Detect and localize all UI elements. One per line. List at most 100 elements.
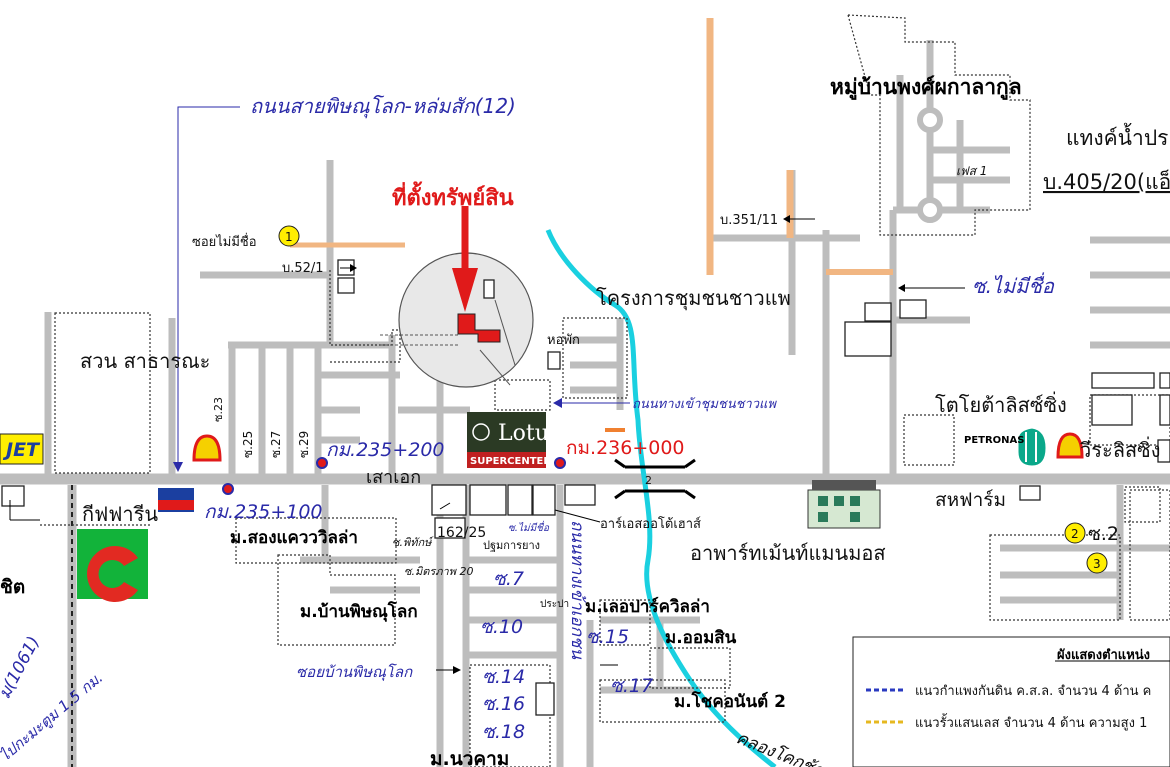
soi25-label: ซ.25 — [241, 431, 255, 458]
shell-logo-icon — [1056, 432, 1084, 459]
road-roundabout — [917, 197, 943, 223]
pointer-arrows — [9, 106, 965, 674]
vertical-road-label: ถนนทางเข้าเอกชน — [567, 520, 587, 659]
dorm-label: หอพัก — [547, 333, 580, 348]
phase1-label: เฟส 1 — [956, 164, 987, 178]
marker-1-number: 1 — [285, 230, 293, 244]
marker-circle — [1086, 552, 1108, 574]
post-label: ประปา — [540, 599, 569, 610]
km-235-100-label: กม.235+100 — [204, 501, 323, 523]
marker-circle — [278, 225, 300, 247]
soi-phithak-label: ซ.พิทักษ์ — [392, 536, 435, 549]
rs-label: อาร์เอสออโต้เฮาส์ — [600, 516, 701, 532]
nawakham-label: ม.นวคาม — [430, 748, 509, 767]
building — [431, 484, 467, 516]
building — [1157, 439, 1170, 463]
song-khwae-label: ม.สองแควววิลล่า — [230, 528, 358, 548]
target-road — [479, 349, 511, 386]
building — [507, 484, 533, 516]
boundary — [329, 270, 401, 363]
apartment-label: อาพาร์ทเม้นท์แมนมอส — [690, 541, 886, 565]
building — [1159, 372, 1170, 389]
soi17-label: ซ.17 — [610, 675, 653, 697]
utility-label: ปฐมการยาง — [483, 539, 540, 552]
ptt-logo-icon — [158, 488, 194, 512]
road-1061-label: ม(1061) — [0, 633, 44, 702]
marker-circle — [1064, 522, 1086, 544]
entrance-road-label: ถนนทางเข้าชุมชนชาวแพ — [632, 397, 777, 412]
target-road — [494, 299, 516, 366]
village-pong-label: หมู่บ้านพงศ์ผกาลากูล — [830, 75, 1022, 101]
sao-ek-label: เสาเอก — [366, 467, 421, 488]
boundary — [903, 414, 955, 466]
boundary — [562, 317, 628, 399]
building — [864, 302, 892, 322]
boundary — [649, 647, 731, 689]
le-park-label: ม.เลอปาร์ควิลล่า — [585, 596, 710, 617]
house-405-label: บ.405/20(แอ็ด — [1043, 168, 1170, 194]
building — [532, 484, 556, 516]
house-52-label: บ.52/1 — [282, 261, 324, 276]
boundary — [847, 14, 1031, 236]
soi-no-name-right-label: ซ.ไม่มีชื่อ — [972, 272, 1055, 298]
target-label: ที่ตั้งทรัพย์สิน — [392, 181, 514, 211]
soi10-label: ซ.10 — [480, 616, 523, 638]
km-235-200-label: กม.235+200 — [326, 439, 445, 461]
building — [899, 299, 927, 319]
soi-no-name-left-label: ซอยไม่มีชื่อ — [192, 233, 257, 250]
soi18-label: ซ.18 — [482, 721, 525, 743]
canal-name-label: คลองโคกช้าง — [733, 727, 836, 767]
km-236-000-label: กม.236+000 — [566, 437, 685, 459]
boundary — [599, 599, 651, 646]
soi23-label: ซ.23 — [212, 397, 225, 422]
soi-no-name-small-label: ซ.ไม่มีชื่อ — [508, 520, 550, 534]
house-162-label: 162/25 — [437, 525, 486, 541]
community-project-label: โครงการชุมชนชาวแพ — [596, 286, 791, 311]
boundary — [1124, 486, 1161, 523]
chit-label: ชิต — [0, 576, 25, 598]
building — [1019, 485, 1041, 501]
road-roundabout — [917, 107, 943, 133]
boundary — [989, 534, 1121, 621]
canal — [545, 229, 777, 767]
legend-item-0: แนวกำแพงกันดิน ค.ส.ล. จำนวน 4 ด้าน ค — [915, 684, 1151, 699]
building — [1091, 372, 1155, 389]
apartment-building-icon — [807, 480, 881, 529]
boundary — [235, 517, 397, 564]
lotus-logo — [467, 412, 546, 468]
building — [844, 321, 892, 357]
boundary — [469, 664, 551, 767]
park-label: สวน สาธารณะ — [80, 349, 210, 373]
lotus-sub: SUPERCENTER — [470, 456, 551, 467]
building — [1159, 394, 1170, 426]
petronas-label: PETRONAS — [964, 435, 1025, 446]
km-marker-icon — [316, 457, 328, 469]
bigc-logo-icon — [77, 529, 148, 602]
building — [469, 484, 507, 516]
soi16-label: ซ.16 — [482, 693, 525, 715]
target-site — [380, 206, 534, 388]
jet-station-box — [0, 433, 44, 465]
bridge-number: 2 — [645, 474, 652, 487]
soi-ban-phitsanulok-label: ซอยบ้านพิษณุโลก — [296, 663, 413, 681]
target-building — [483, 279, 495, 299]
legend-box — [852, 636, 1170, 767]
building — [564, 484, 596, 506]
legend-title: ผังแสดงตำแหน่ง — [1057, 647, 1150, 663]
kheephah-label: กีฟฟารีน — [82, 502, 158, 526]
soi7-label: ซ.7 — [493, 568, 524, 590]
marker-2-number: 2 — [1071, 527, 1079, 541]
soi15-label: ซ.15 — [586, 626, 629, 648]
shell-logo-icon — [192, 434, 222, 462]
road-network — [0, 40, 1170, 767]
building — [1, 485, 25, 507]
marker-3-number: 3 — [1093, 557, 1101, 571]
ban-phitsanulok-label: ม.บ้านพิษณุโลก — [300, 601, 418, 622]
sahafarm-label: สหฟาร์ม — [935, 489, 1006, 511]
building — [1091, 394, 1133, 426]
building — [434, 517, 466, 539]
boundary — [54, 312, 151, 474]
target-parcel — [457, 313, 501, 343]
legend-item-1: แนวรั้วแสนเลส จำนวน 4 ด้าน ความสูง 1 — [915, 713, 1147, 731]
om-sin-label: ม.ออมสิน — [665, 628, 737, 648]
